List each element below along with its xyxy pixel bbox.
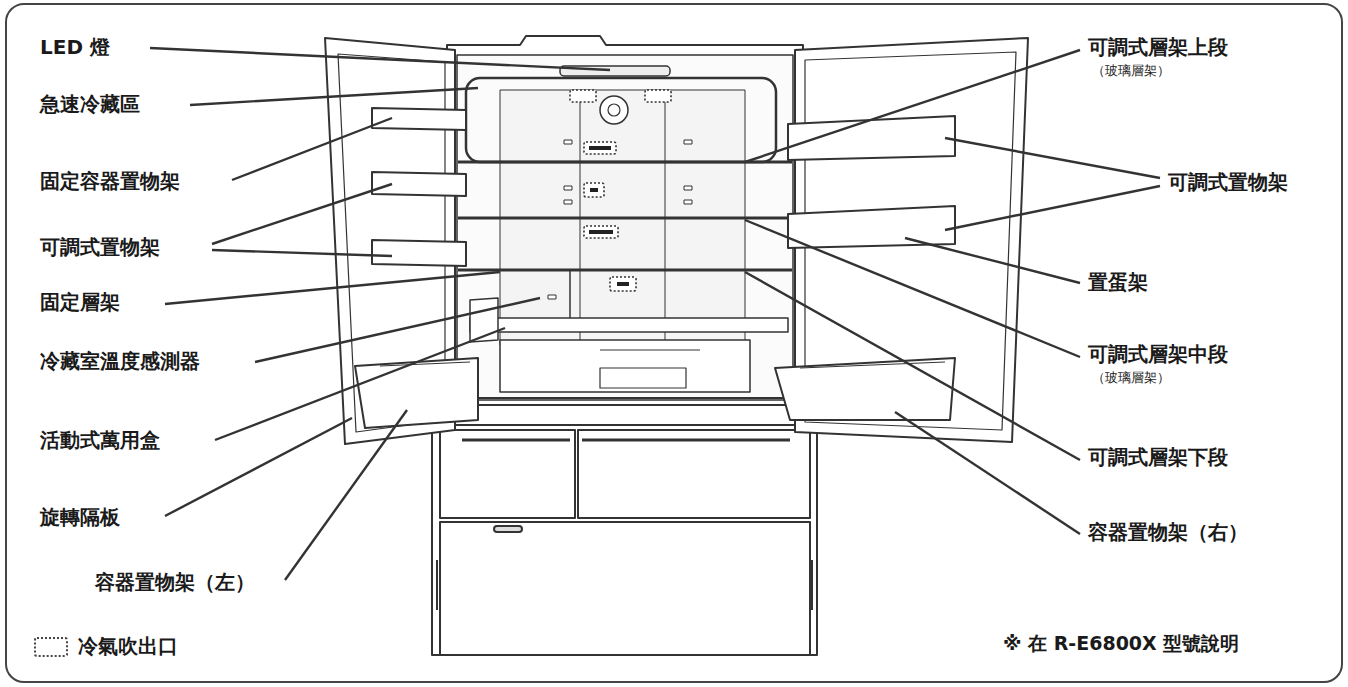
air-vent xyxy=(570,90,671,291)
legend-entry: 冷氣吹出口 xyxy=(34,633,178,660)
part-label: LED 燈 xyxy=(40,36,110,59)
dotted-vent-sample xyxy=(34,637,68,657)
part-label: 固定容器置物架 xyxy=(40,170,180,193)
fridge xyxy=(325,36,1028,655)
part-label: 可調式層架中段 xyxy=(1088,343,1228,366)
leader-line xyxy=(150,48,1160,580)
part-label: 可調式置物架 xyxy=(1168,171,1288,194)
vent-slot xyxy=(589,146,629,286)
legend-text: 冷氣吹出口 xyxy=(78,633,178,660)
part-label: 活動式萬用盒 xyxy=(40,429,160,452)
part-note: （玻璃層架） xyxy=(1092,371,1170,386)
part-label: 容器置物架（右） xyxy=(1088,521,1248,544)
part-label: 置蛋架 xyxy=(1088,271,1148,294)
part-label: 可調式層架上段 xyxy=(1088,36,1228,59)
part-label: 固定層架 xyxy=(40,291,120,314)
part-label: 旋轉隔板 xyxy=(40,506,120,529)
frame xyxy=(6,4,1342,682)
part-label: 可調式層架下段 xyxy=(1088,446,1228,469)
model-note: ※ 在 R-E6800X 型號說明 xyxy=(1003,633,1239,655)
part-label: 急速冷藏區 xyxy=(40,93,140,116)
part-label: 容器置物架（左） xyxy=(95,571,255,594)
part-note: （玻璃層架） xyxy=(1092,64,1170,79)
part-label: 冷藏室溫度感測器 xyxy=(40,350,200,373)
part-label: 可調式置物架 xyxy=(40,236,160,259)
